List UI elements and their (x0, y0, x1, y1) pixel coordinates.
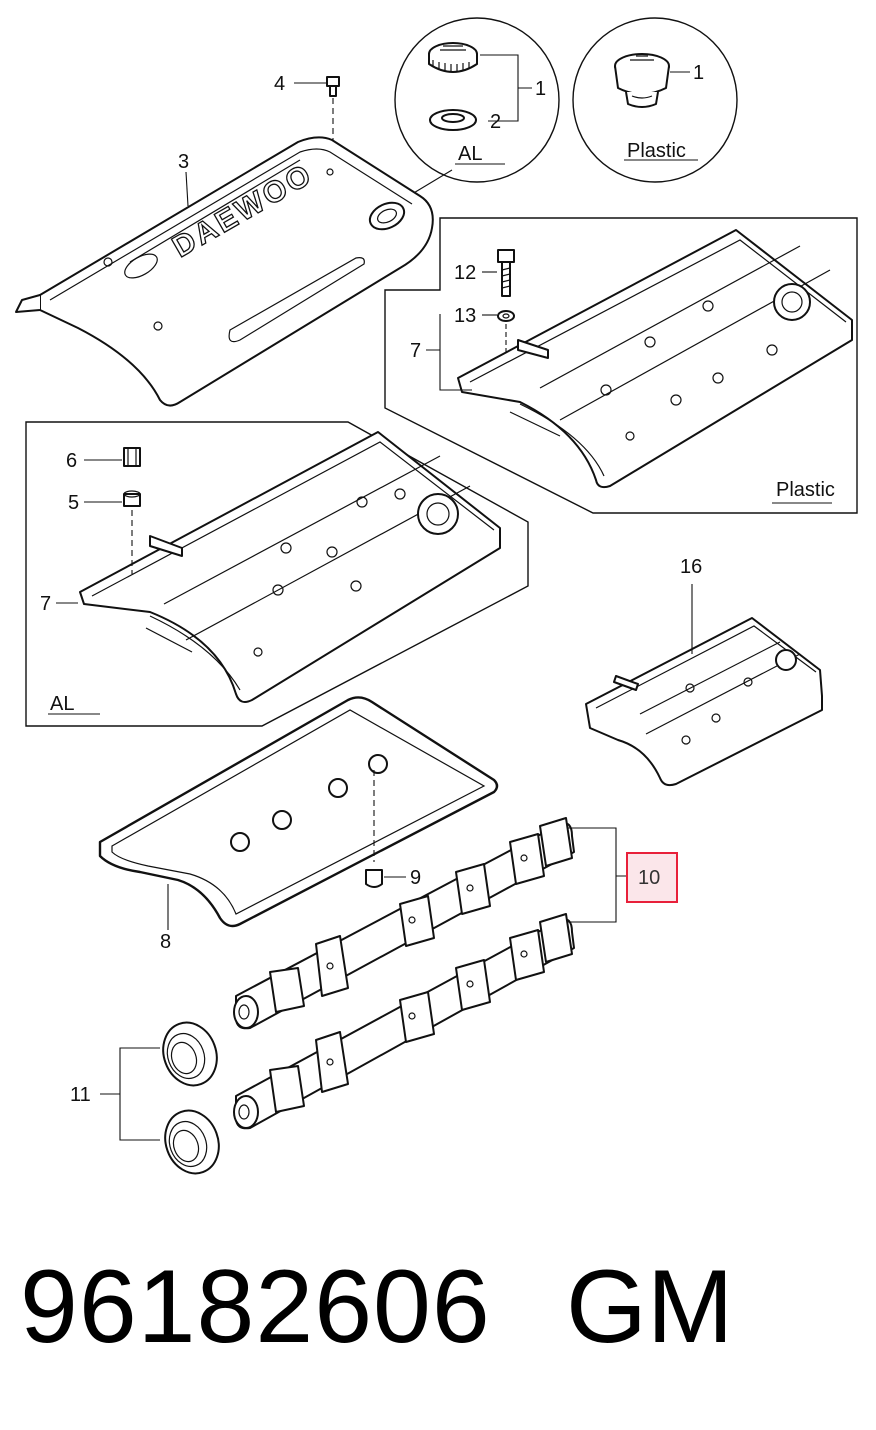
plastic-cover-frame (384, 217, 858, 514)
plastic-cap-detail: 1 Plastic (572, 17, 738, 183)
filler-cap-al[interactable] (428, 42, 478, 73)
parts-diagram: 1 2 AL 1 Plastic 4 (15, 17, 858, 1181)
callout-4: 4 (274, 73, 285, 95)
filler-cap-plastic[interactable] (614, 53, 670, 108)
part-number: 96182606 (20, 1249, 491, 1365)
callout-1-plastic: 1 (693, 62, 704, 84)
brand-name: GM (566, 1249, 734, 1365)
callout-5: 5 (68, 492, 79, 514)
callout-16: 16 (680, 556, 702, 578)
oil-seal-lower[interactable] (157, 1103, 228, 1181)
camshaft-lower[interactable] (233, 913, 575, 1130)
cap-gasket[interactable] (429, 109, 477, 131)
callout-8: 8 (160, 931, 171, 953)
label-al-cover: AL (50, 693, 74, 715)
al-cylinder-head-cover[interactable] (79, 431, 501, 703)
washer-13[interactable] (497, 310, 515, 322)
camshaft-upper[interactable] (233, 817, 575, 1030)
callout-13: 13 (454, 305, 476, 327)
oil-seal-upper[interactable] (155, 1015, 226, 1093)
callout-11: 11 (70, 1084, 91, 1106)
callout-10: 10 (638, 867, 660, 889)
callout-1-al: 1 (535, 78, 546, 100)
plastic-cylinder-head-cover[interactable] (457, 229, 853, 489)
label-plastic-cover: Plastic (776, 479, 835, 501)
callout-9: 9 (410, 867, 421, 889)
callout-2: 2 (490, 111, 501, 133)
engine-cover[interactable]: DAEWOO (15, 136, 434, 407)
callout-7-al: 7 (40, 593, 51, 615)
label-plastic-cap: Plastic (627, 140, 686, 162)
plug-9[interactable] (365, 869, 383, 888)
callout-3: 3 (178, 151, 189, 173)
bolt-6[interactable] (123, 447, 141, 467)
bolt-4[interactable] (326, 76, 340, 97)
bolt-12[interactable] (497, 249, 515, 297)
callout-12: 12 (454, 262, 476, 284)
label-al-cap: AL (458, 143, 482, 165)
cover-gasket[interactable] (98, 696, 499, 928)
al-cover-frame (25, 421, 529, 727)
cover-assembly-16[interactable] (585, 617, 823, 787)
highlight-box (626, 852, 678, 903)
al-cap-detail: 1 2 AL (391, 17, 560, 207)
callout-6: 6 (66, 450, 77, 472)
washer-5[interactable] (123, 490, 141, 507)
callout-7-plastic: 7 (410, 340, 421, 362)
